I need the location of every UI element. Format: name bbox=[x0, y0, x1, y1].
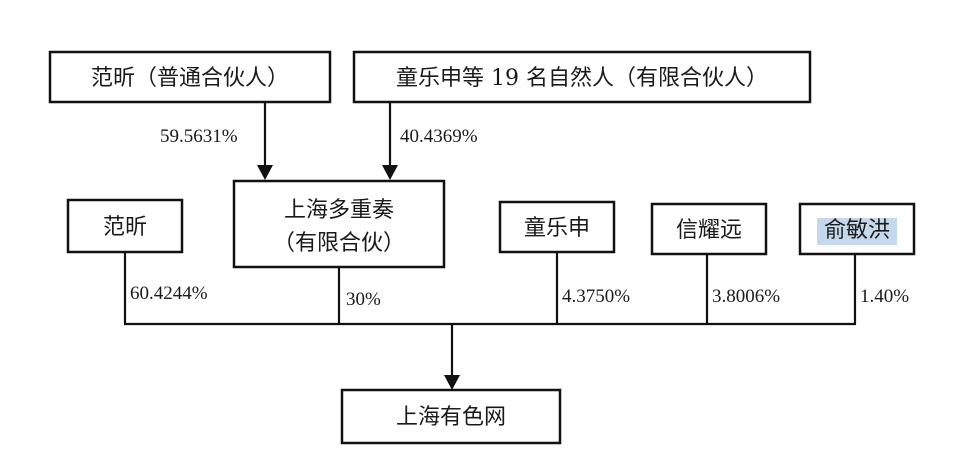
edge-label-60-4244: 60.4244% bbox=[130, 283, 208, 304]
edge-label-30: 30% bbox=[346, 289, 381, 310]
arrowhead-icon bbox=[444, 375, 460, 390]
edge-duozhongzou-to-youse: 30% bbox=[337, 267, 381, 324]
text-selection-highlight bbox=[817, 218, 897, 245]
node-tong-leshen-limited-partners: 童乐申等 19 名自然人（有限合伙人） bbox=[352, 50, 812, 104]
node-tong-leshen: 童乐申 bbox=[498, 200, 616, 254]
node-fan-xin-general-partner: 范昕（普通合伙人） bbox=[48, 50, 332, 104]
node-tong-leshen-label: 童乐申 bbox=[524, 216, 590, 241]
node-shanghai-duozhongzou-label-line2: （有限合伙） bbox=[273, 231, 405, 256]
node-shanghai-youse-label: 上海有色网 bbox=[396, 405, 506, 430]
node-shanghai-duozhongzou: 上海多重奏 （有限合伙） bbox=[232, 179, 446, 269]
node-fan-xin-label: 范昕 bbox=[103, 215, 147, 240]
node-fan-xin-general-partner-label: 范昕（普通合伙人） bbox=[91, 66, 289, 91]
edge-tong-lp-to-duozhongzou: 40.4369% bbox=[382, 102, 478, 180]
edge-fan-xin-gp-to-duozhongzou: 59.5631% bbox=[160, 102, 273, 180]
edge-fan-xin-to-youse: 60.4244% bbox=[123, 252, 208, 324]
node-shanghai-youse: 上海有色网 bbox=[340, 388, 562, 445]
node-xin-yaoyuan: 信耀远 bbox=[650, 202, 768, 256]
edge-label-3-8006: 3.8006% bbox=[712, 286, 780, 307]
edge-label-59-5631: 59.5631% bbox=[160, 126, 238, 147]
node-tong-leshen-limited-partners-label: 童乐申等 19 名自然人（有限合伙人） bbox=[396, 66, 768, 91]
edge-label-1-40: 1.40% bbox=[860, 286, 909, 307]
arrowhead-icon bbox=[257, 165, 273, 180]
node-yu-minhong-label: 俞敏洪 bbox=[824, 218, 890, 243]
node-shanghai-duozhongzou-label-line1: 上海多重奏 bbox=[284, 198, 394, 223]
node-fan-xin: 范昕 bbox=[66, 198, 184, 254]
node-yu-minhong: 俞敏洪 bbox=[798, 202, 916, 256]
edge-label-40-4369: 40.4369% bbox=[400, 126, 478, 147]
node-xin-yaoyuan-label: 信耀远 bbox=[676, 218, 742, 243]
edge-yu-minhong-to-youse: 1.40% bbox=[853, 254, 909, 324]
edge-label-4-3750: 4.3750% bbox=[562, 286, 630, 307]
edge-xin-yaoyuan-to-youse: 3.8006% bbox=[705, 254, 780, 324]
edge-tong-leshen-to-youse: 4.3750% bbox=[555, 252, 630, 324]
edge-bus-to-shanghai-youse bbox=[444, 324, 460, 390]
arrowhead-icon bbox=[382, 165, 398, 180]
